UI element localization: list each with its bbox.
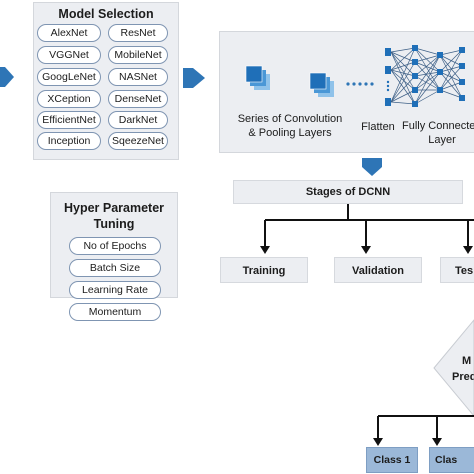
conv-label-line2: & Pooling Layers: [248, 127, 332, 139]
flatten-column-icon: [385, 48, 391, 106]
network-nodes: [412, 45, 465, 107]
stages-tree-connector: [264, 204, 474, 248]
model-pill-nasnet: NASNet: [108, 68, 168, 86]
hyper-pill-epochs: No of Epochs: [69, 237, 161, 255]
model-pill-inception: Inception: [37, 132, 101, 150]
hyper-pill-learning-rate: Learning Rate: [69, 281, 161, 299]
hyper-parameter-title-line2: Tuning: [93, 217, 135, 231]
left-arrow: [0, 67, 14, 87]
model-selection-title: Model Selection: [58, 7, 154, 21]
hyper-parameter-title-line1: Hyper Parameter: [63, 201, 165, 215]
model-pill-mobilenet: MobileNet: [108, 46, 168, 64]
fully-connected-network-icon: [390, 47, 463, 105]
classes-tree-arrowheads: [373, 438, 442, 446]
prediction-diamond: [433, 319, 474, 417]
prediction-line2: Pred: [452, 371, 474, 383]
test-box: Tes: [440, 257, 474, 283]
model-pill-densenet: DenseNet: [108, 90, 168, 108]
validation-box: Validation: [334, 257, 422, 283]
hyper-pill-batch-size: Batch Size: [69, 259, 161, 277]
flatten-dots: [346, 82, 374, 86]
model-pill-darknet: DarkNet: [108, 111, 168, 129]
fc-label-line1: Fully Connecte: [402, 120, 474, 132]
hyper-pill-momentum: Momentum: [69, 303, 161, 321]
classes-tree-connector: [377, 415, 474, 440]
class-1-box: Class 1: [366, 447, 418, 473]
model-to-architecture-arrow: [183, 68, 205, 88]
model-pill-xception: XCeption: [37, 90, 101, 108]
model-pill-efficientnet: EfficientNet: [37, 111, 101, 129]
training-box: Training: [220, 257, 308, 283]
flatten-label: Flatten: [361, 121, 395, 133]
conv-stack-icon: [245, 65, 334, 97]
model-pill-googlenet: GoogLeNet: [37, 68, 101, 86]
model-pill-alexnet: AlexNet: [37, 24, 101, 42]
fc-label-line2: Layer: [428, 134, 456, 146]
model-pill-vggnet: VGGNet: [37, 46, 101, 64]
stages-of-dcnn-box: Stages of DCNN: [233, 180, 463, 204]
prediction-line1: M: [462, 355, 472, 367]
model-pill-sqeezenet: SqeezeNet: [108, 132, 168, 150]
architecture-to-stages-arrow: [362, 158, 382, 176]
model-pill-resnet: ResNet: [108, 24, 168, 42]
class-2-box: Clas: [429, 447, 474, 473]
stages-tree-arrowheads: [260, 246, 473, 254]
conv-label-line1: Series of Convolution: [237, 113, 343, 125]
